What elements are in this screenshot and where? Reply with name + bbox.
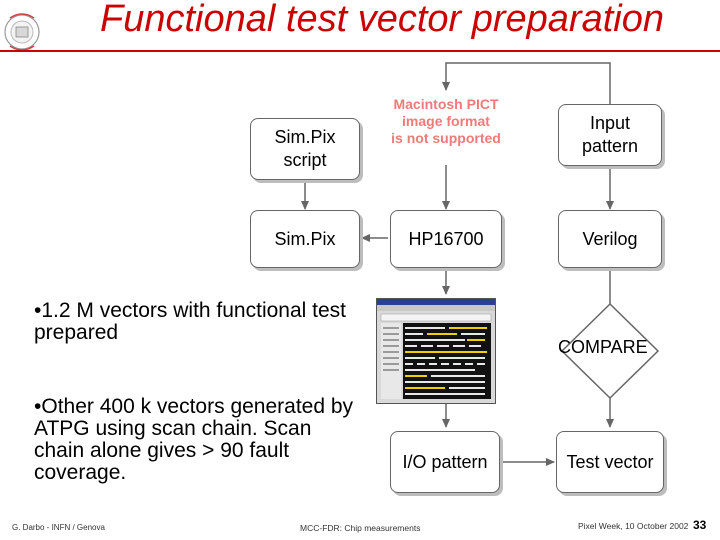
simpix-script-box: Sim.Pix script (250, 118, 360, 180)
compare-label: COMPARE (558, 337, 648, 357)
bullet-2: •Other 400 k vectors generated by ATPG u… (34, 396, 364, 484)
input-pattern-label: Input pattern (581, 113, 639, 156)
simpix-box: Sim.Pix (250, 210, 360, 268)
simpix-label: Sim.Pix (274, 228, 336, 249)
pict-placeholder: Macintosh PICT image format is not suppo… (384, 96, 508, 160)
footer-event: Pixel Week, 10 October 2002 (578, 521, 689, 531)
page-number: 33 (693, 518, 707, 532)
verilog-label: Verilog (582, 228, 638, 249)
title-underline (0, 50, 720, 52)
footer-topic: MCC-FDR: Chip measurements (300, 523, 421, 533)
arrow-input-loop (442, 62, 611, 104)
atlas-pixel-logo-icon (4, 13, 40, 51)
simpix-script-label: Sim.Pix script (274, 127, 336, 170)
test-vector-label: Test vector (566, 451, 654, 472)
hp16700-box: HP16700 (390, 210, 502, 268)
bullet-1-text: 1.2 M vectors with functional test prepa… (34, 299, 346, 344)
io-pattern-box: I/O pattern (390, 431, 500, 493)
bullet-2-text: Other 400 k vectors generated by ATPG us… (34, 395, 354, 484)
test-vector-box: Test vector (556, 431, 664, 493)
bullet-1: •1.2 M vectors with functional test prep… (34, 300, 364, 344)
compare-diamond (560, 302, 660, 400)
bullet-glyph: • (34, 395, 42, 418)
hp16700-label: HP16700 (408, 228, 484, 249)
footer-author: G. Darbo - INFN / Genova (12, 523, 105, 532)
bullet-glyph: • (34, 299, 42, 322)
verilog-box: Verilog (558, 210, 662, 268)
pict-placeholder-text: Macintosh PICT image format is not suppo… (391, 96, 501, 146)
io-pattern-label: I/O pattern (402, 451, 488, 472)
page-title: Functional test vector preparation (100, 0, 664, 40)
logic-analyzer-screenshot-icon (376, 298, 496, 404)
input-pattern-box: Input pattern (558, 104, 662, 166)
